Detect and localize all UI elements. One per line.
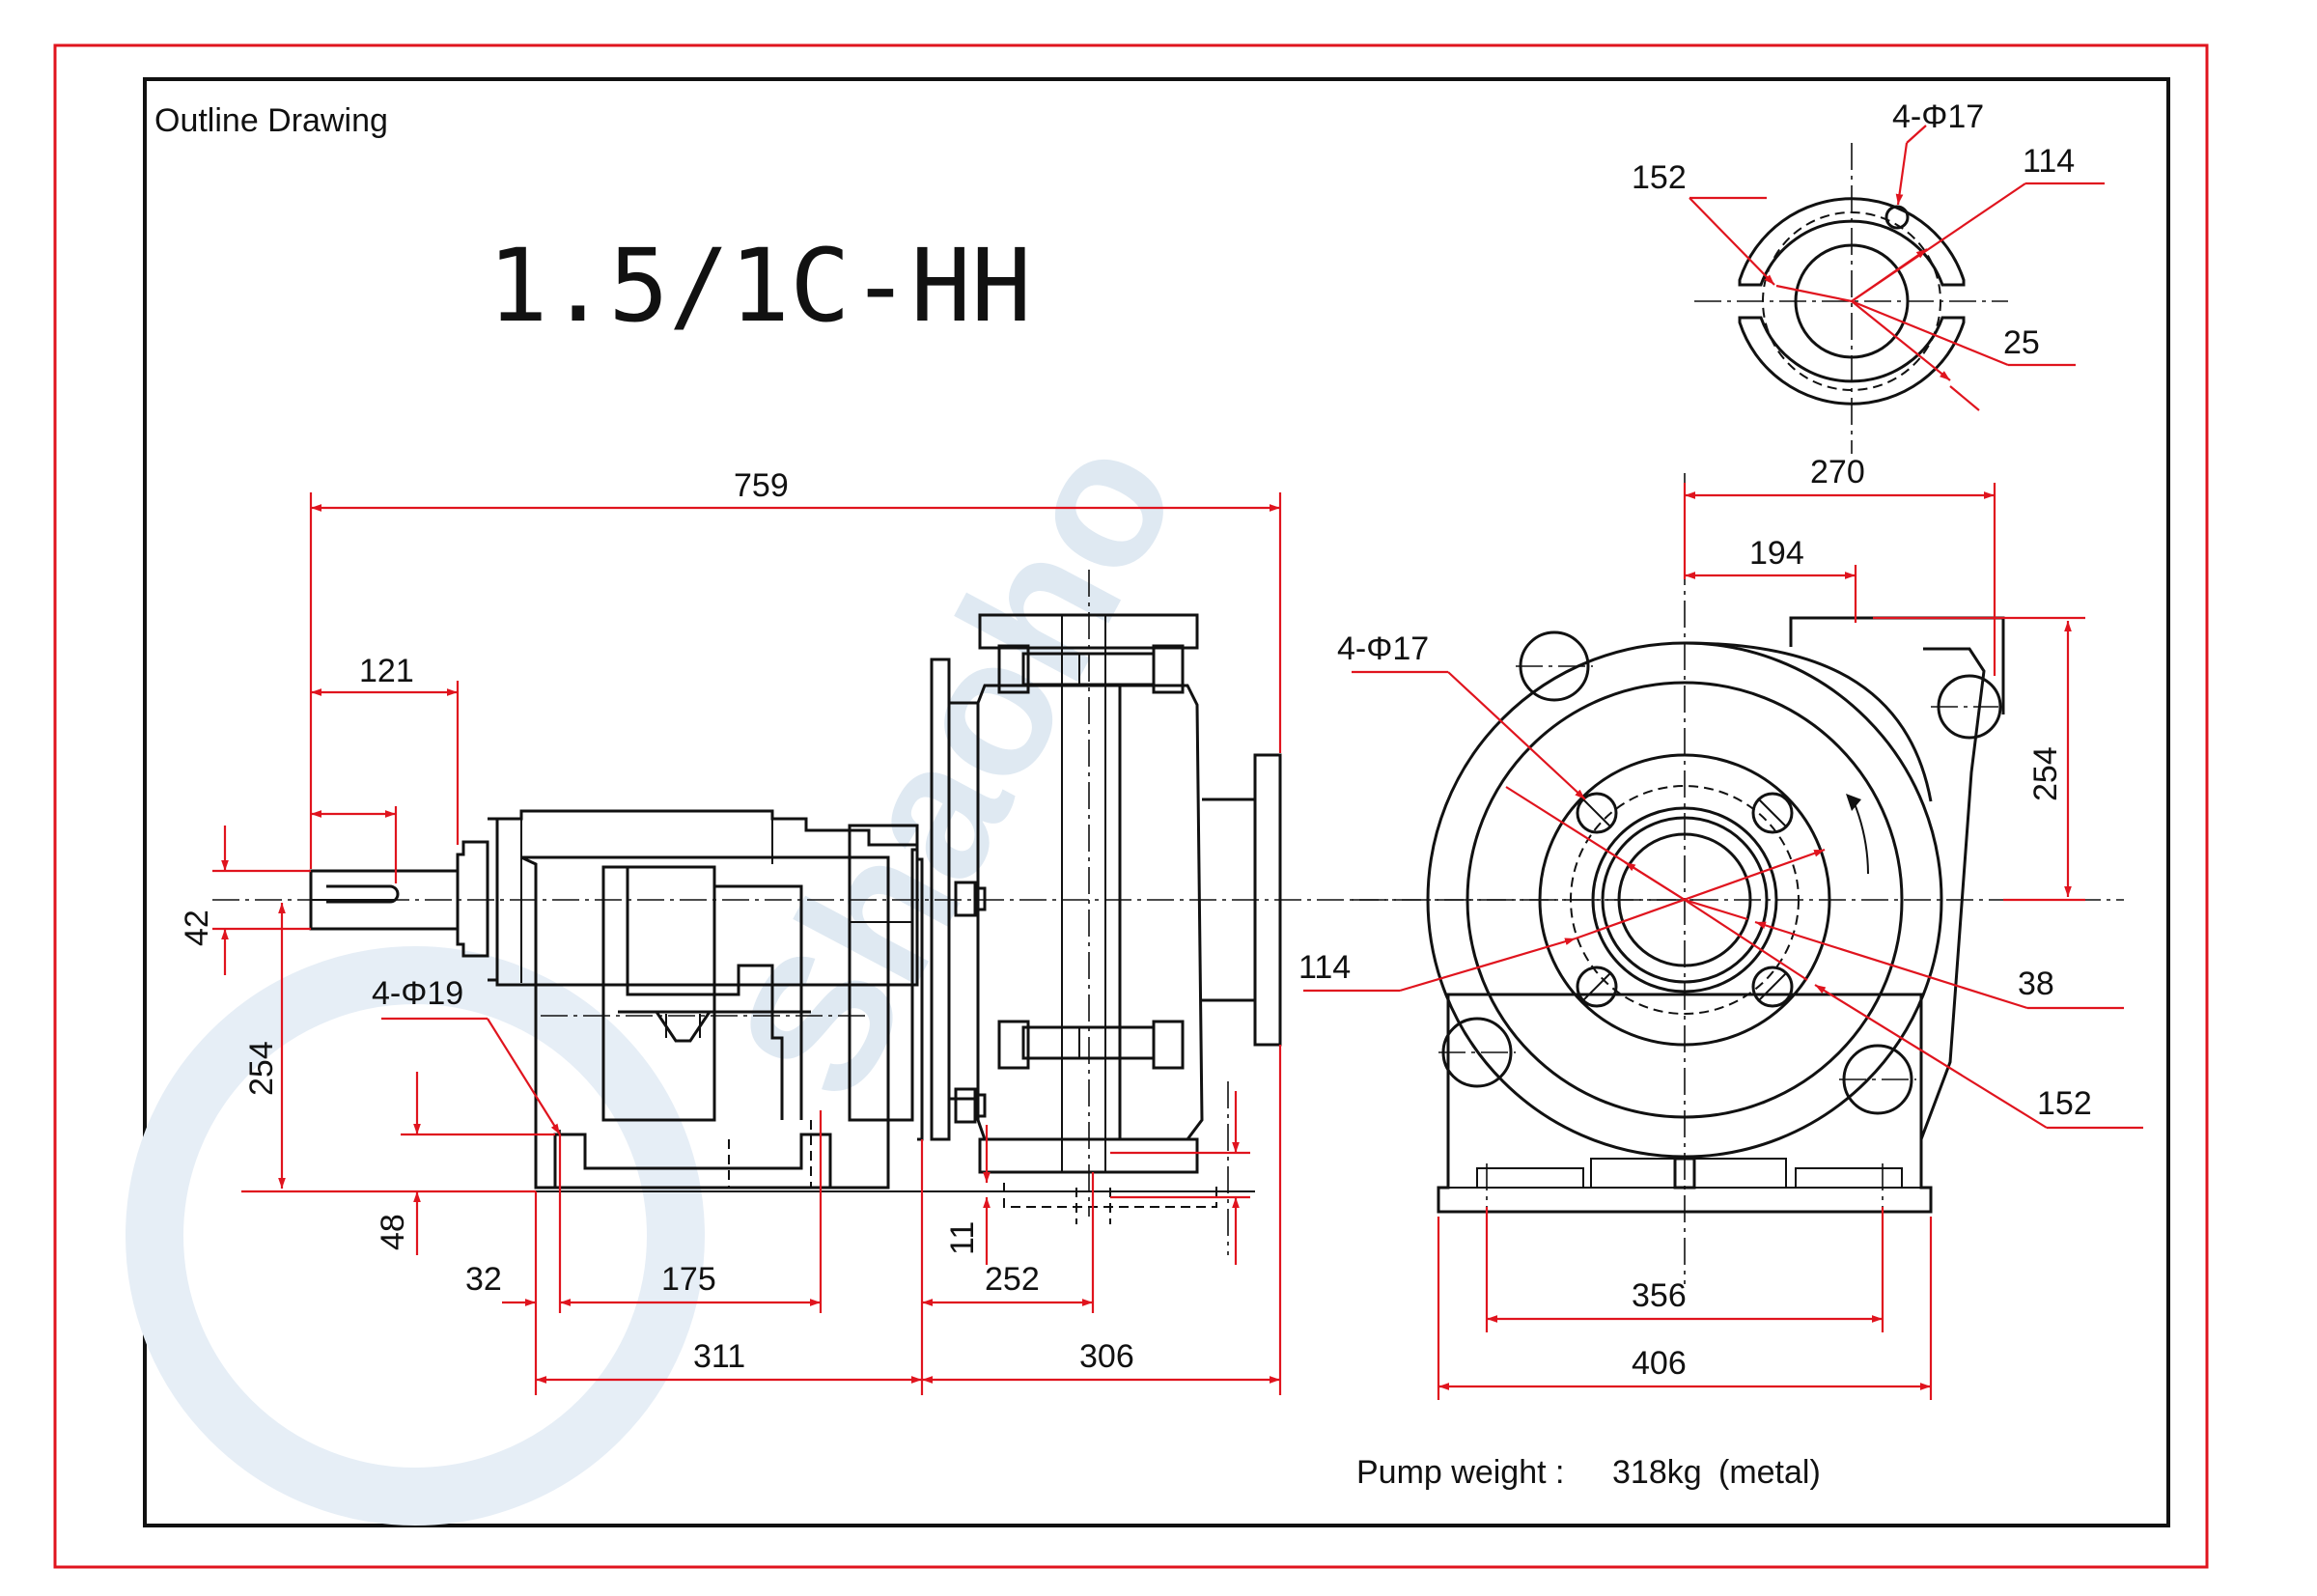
outlet-flange-view xyxy=(1694,143,2008,454)
dim-flange-gap: 11 xyxy=(944,1221,981,1255)
dim-base-width: 406 xyxy=(1632,1345,1687,1382)
dim-foot-edge: 32 xyxy=(465,1261,502,1298)
dim-foot-thickness: 48 xyxy=(375,1214,411,1250)
side-view-dimensions: 759 121 42 254 4-Φ19 48 32 175 xyxy=(179,467,1282,1395)
dim-front-width-top: 270 xyxy=(1810,454,1865,490)
outlet-flange-dimensions: 4-Φ17 152 114 25 xyxy=(1632,98,2105,411)
watermark: Shaoho xyxy=(126,404,1218,1526)
pump-weight-value: 318kg xyxy=(1612,1454,1702,1491)
front-view xyxy=(1352,473,2124,1284)
watermark-text: Shaoho xyxy=(696,404,1218,1130)
dim-outlet-flange-outer: 152 xyxy=(1632,159,1687,196)
dim-front-outlet-offset: 194 xyxy=(1749,535,1804,572)
dim-base-hole-spacing: 356 xyxy=(1632,1277,1687,1314)
dim-front-outlet-height: 254 xyxy=(2027,746,2064,801)
dim-casing-length: 252 xyxy=(985,1261,1040,1298)
front-view-dimensions: 270 194 254 4-Φ17 114 38 152 356 xyxy=(1298,454,2143,1400)
dim-shaft-height: 42 xyxy=(179,910,215,946)
dim-foot-holes: 4-Φ19 xyxy=(372,975,463,1012)
pump-weight-label: Pump weight : xyxy=(1356,1454,1564,1491)
dim-bolt-spacing: 175 xyxy=(661,1261,716,1298)
dim-shaft-length: 121 xyxy=(359,653,414,689)
dim-front-inlet-bore: 38 xyxy=(2018,966,2054,1002)
dim-pump-length: 306 xyxy=(1079,1338,1134,1375)
outer-border xyxy=(53,43,2209,1569)
dim-outlet-bore: 25 xyxy=(2003,324,2040,361)
pump-weight-note: (metal) xyxy=(1718,1454,1821,1491)
dim-front-flange-outer: 152 xyxy=(2037,1085,2092,1122)
dim-outlet-bolt-circle: 114 xyxy=(2023,143,2075,180)
drawing-subtitle: Outline Drawing xyxy=(154,102,388,139)
dim-frame-length: 311 xyxy=(693,1338,745,1375)
dim-suction-flange-dia: 114 xyxy=(1298,949,1351,986)
dim-front-flange-holes: 4-Φ17 xyxy=(1337,630,1429,667)
inner-frame xyxy=(143,77,2170,1527)
dim-shaft-center-height: 254 xyxy=(243,1041,280,1096)
dim-outlet-flange-holes: 4-Φ17 xyxy=(1892,98,1984,135)
dim-overall-length: 759 xyxy=(734,467,789,504)
pump-model-title: 1.5/1C-HH xyxy=(488,227,1032,345)
